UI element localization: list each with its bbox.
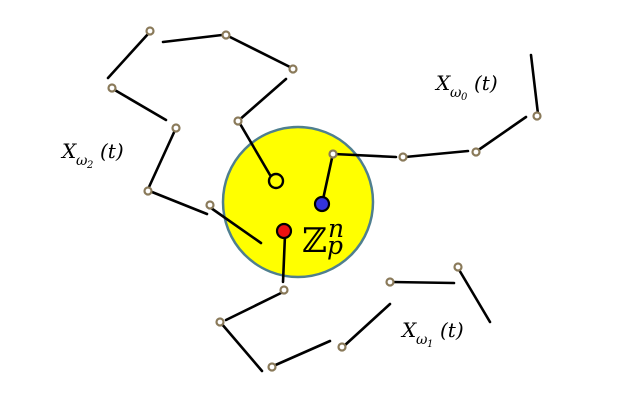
label-sub: ω xyxy=(76,153,88,169)
path-node xyxy=(337,342,347,352)
label-arg: (t) xyxy=(474,71,498,95)
path-segment xyxy=(224,33,294,70)
zp-disc xyxy=(221,125,375,279)
path-segment xyxy=(236,77,288,123)
path-segment xyxy=(529,53,540,116)
label-sub: ω xyxy=(416,332,428,348)
label-arg: (t) xyxy=(440,318,464,342)
label-subsub: 1 xyxy=(427,339,433,350)
path-node xyxy=(398,152,408,162)
path-red-start xyxy=(205,200,263,245)
path-node xyxy=(215,317,225,327)
path-node xyxy=(107,83,117,93)
path-segment xyxy=(332,152,398,159)
path-node xyxy=(143,186,153,196)
zp-base: ℤ xyxy=(302,221,327,261)
path-node xyxy=(145,26,155,36)
path-omega2 xyxy=(106,26,298,216)
path-segment xyxy=(403,149,470,159)
label-subsub: 0 xyxy=(461,92,468,103)
path-segment xyxy=(456,266,492,324)
label-sub: ω xyxy=(450,85,462,101)
path-segment xyxy=(209,206,263,245)
path-node xyxy=(288,64,298,74)
zp-label: ℤ n p xyxy=(302,214,344,261)
path-segment xyxy=(111,87,168,122)
label-arg: (t) xyxy=(100,139,124,163)
zp-superscript: n xyxy=(328,214,344,243)
path-segment xyxy=(237,120,272,177)
label-subsub: 2 xyxy=(86,160,93,171)
path-segment xyxy=(106,32,150,80)
path-segment xyxy=(475,115,528,153)
path-segment xyxy=(390,280,456,285)
blue-marker xyxy=(313,195,331,213)
path-node xyxy=(328,149,338,159)
path-node xyxy=(233,116,243,126)
path-node xyxy=(453,262,463,272)
label-x-omega1: X ω 1 (t) xyxy=(400,318,464,350)
path-segment xyxy=(224,291,283,322)
path-omega1 xyxy=(215,233,492,373)
label-var: X xyxy=(434,71,451,95)
path-segment xyxy=(147,126,178,189)
path-node xyxy=(267,362,277,372)
path-segment xyxy=(342,302,392,348)
path-node xyxy=(171,123,181,133)
path-segment xyxy=(219,321,264,373)
label-x-omega2: X ω 2 (t) xyxy=(60,139,124,171)
red-marker xyxy=(275,222,293,240)
path-segment xyxy=(269,339,332,369)
path-segment xyxy=(150,190,209,216)
hollow-marker xyxy=(267,172,285,190)
label-x-omega0: X ω 0 (t) xyxy=(434,71,498,103)
label-var: X xyxy=(400,318,417,342)
path-node xyxy=(471,147,481,157)
path-node xyxy=(205,200,215,210)
path-segment xyxy=(161,33,224,44)
path-segment xyxy=(281,233,287,284)
path-node xyxy=(221,30,231,40)
path-node xyxy=(279,285,289,295)
label-var: X xyxy=(60,139,77,163)
path-node xyxy=(385,277,395,287)
path-node xyxy=(532,111,542,121)
zp-subscript: p xyxy=(327,231,343,260)
